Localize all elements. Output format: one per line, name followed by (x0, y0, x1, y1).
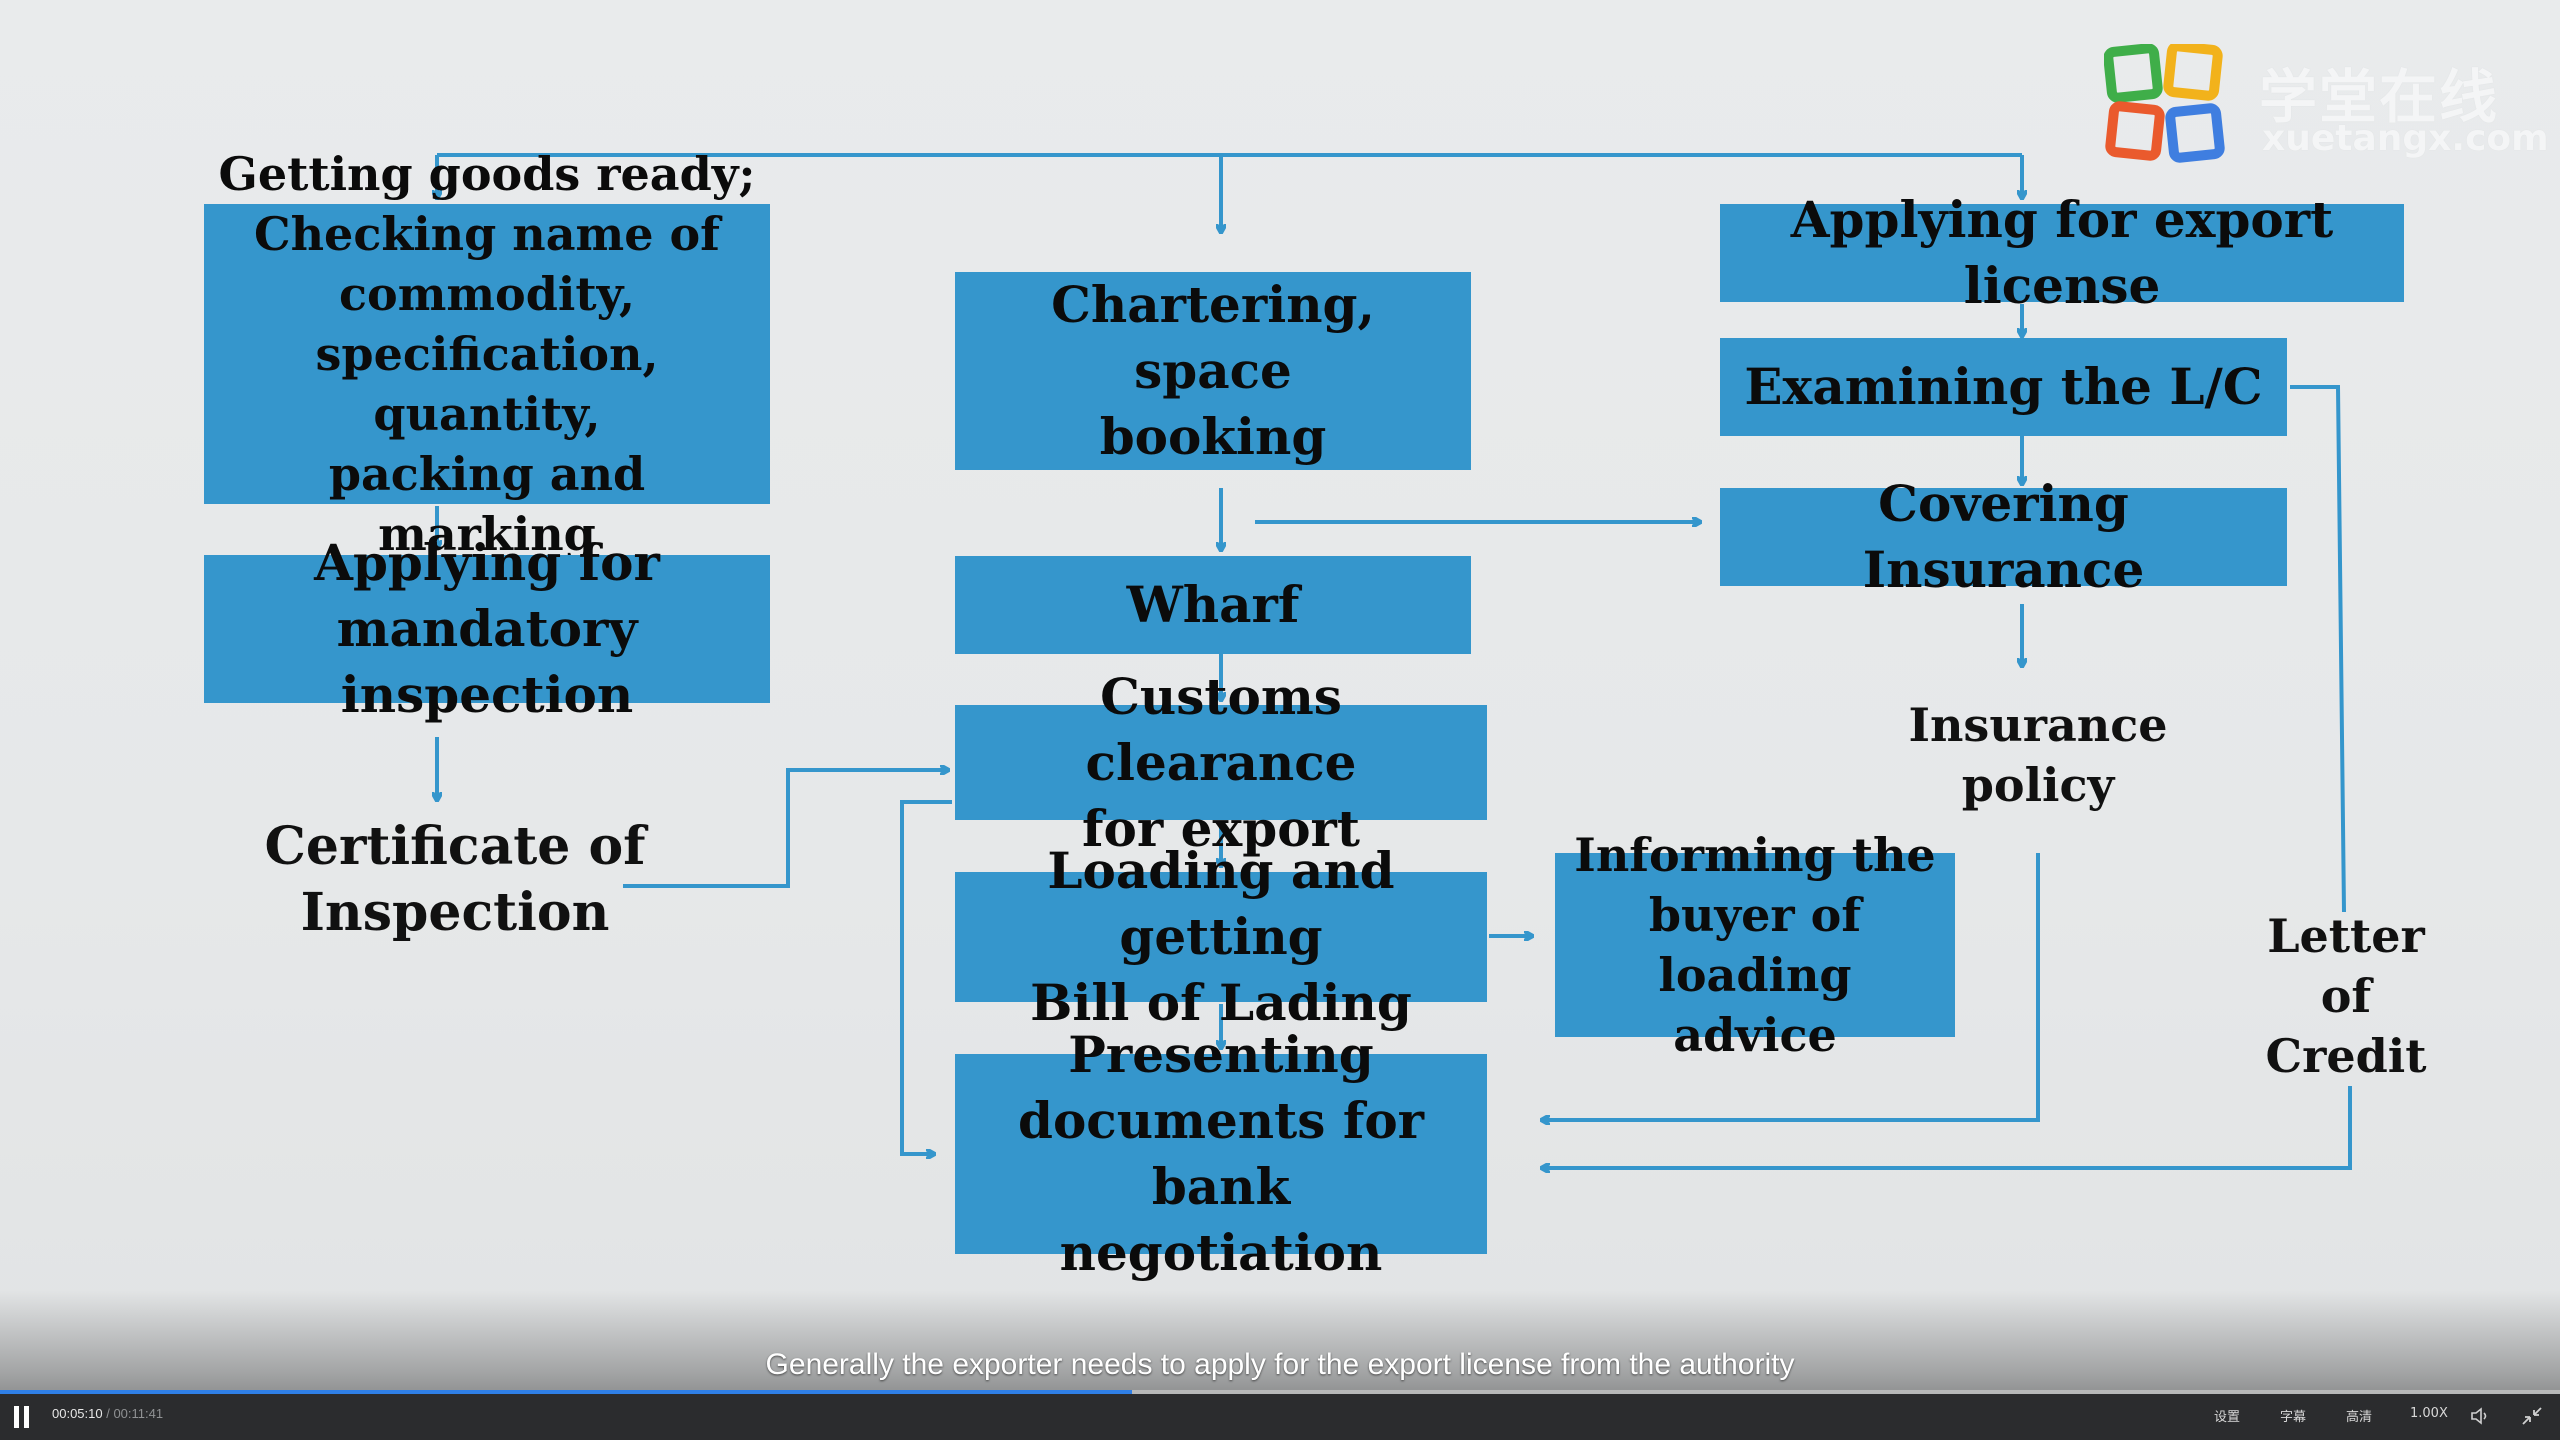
time-display: 00:05:10 / 00:11:41 (52, 1406, 163, 1421)
box-examining-lc: Examining the L/C (1720, 338, 2287, 436)
progress-bar-fill (0, 1390, 1132, 1394)
arrow-customs-bypass-to-presenting (900, 800, 952, 1154)
label-insurance-policy: Insurance policy (1908, 698, 2168, 812)
arrow-examining-to-letter (2290, 385, 2346, 913)
exit-fullscreen-icon (2522, 1407, 2542, 1425)
box-wharf: Wharf (955, 556, 1471, 654)
logo-chinese-text: 学堂在线 (2259, 63, 2500, 131)
pause-icon (14, 1406, 19, 1428)
speed-button[interactable]: 1.00X (2410, 1406, 2448, 1421)
captions-button[interactable]: 字幕 (2280, 1410, 2307, 1425)
pause-button[interactable] (14, 1404, 38, 1430)
quality-button[interactable]: 高清 (2346, 1410, 2373, 1425)
logo-squares-icon (2103, 41, 2225, 163)
logo-url-text: xuetangx.com (2262, 118, 2549, 159)
speaker-icon (2471, 1407, 2487, 1425)
label-certificate-of-inspection: Certificate of Inspection (264, 816, 646, 943)
label-letter-of-credit: Letter of Credit (2265, 909, 2427, 1083)
box-applying-export-license: Applying for export license (1720, 190, 2404, 315)
box-informing-buyer: Informing the buyer of loading advice (1555, 828, 1955, 1062)
xuetangx-logo: 学堂在线 xuetangx.com (2103, 41, 2549, 168)
arrow-certificate-to-customs (623, 770, 948, 888)
current-time: 00:05:10 (52, 1406, 103, 1421)
box-customs-clearance: Customs clearance for export (955, 667, 1487, 858)
total-time: 00:11:41 (113, 1406, 164, 1421)
box-covering-insurance: Covering Insurance (1720, 474, 2287, 599)
box-presenting-documents: Presenting documents for bank negotiatio… (955, 1025, 1487, 1282)
box-getting-goods-ready: Getting goods ready; Checking name of co… (204, 147, 770, 561)
arrow-letter-to-presenting (1542, 1086, 2352, 1168)
progress-bar[interactable] (0, 1390, 2560, 1394)
settings-button[interactable]: 设置 (2214, 1410, 2241, 1425)
box-chartering-space-booking: Chartering, space booking (955, 272, 1471, 470)
volume-button[interactable] (2466, 1402, 2494, 1430)
player-controls-bar: 00:05:10 / 00:11:41 设置 字幕 高清 1.00X (0, 1394, 2560, 1440)
exit-fullscreen-button[interactable] (2518, 1402, 2546, 1430)
time-separator: / (102, 1406, 114, 1421)
box-loading-bill-of-lading: Loading and getting Bill of Lading (955, 841, 1487, 1032)
box-mandatory-inspection: Applying for mandatory inspection (204, 533, 770, 724)
subtitle-caption: Generally the exporter needs to apply fo… (765, 1348, 1795, 1381)
